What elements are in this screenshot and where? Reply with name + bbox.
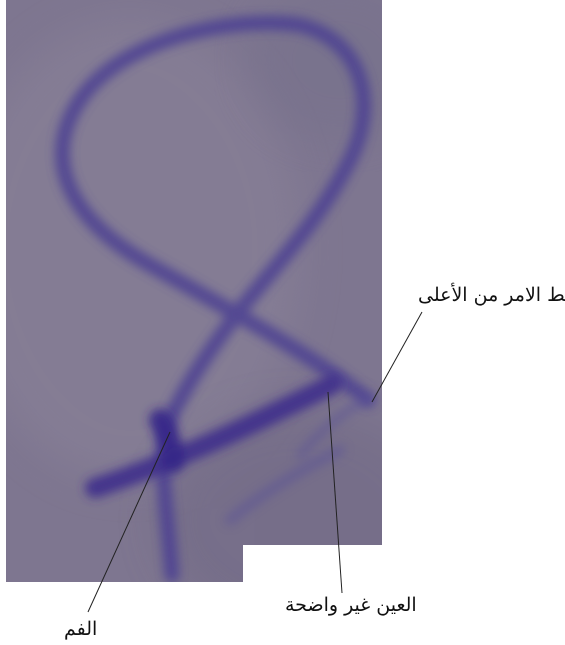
annotation-stroke-from-top: خط الامر من الأعلى: [418, 286, 565, 305]
annotation-mouth: الفم: [64, 620, 97, 639]
annotation-eye-unclear: العين غير واضحة: [285, 596, 417, 615]
